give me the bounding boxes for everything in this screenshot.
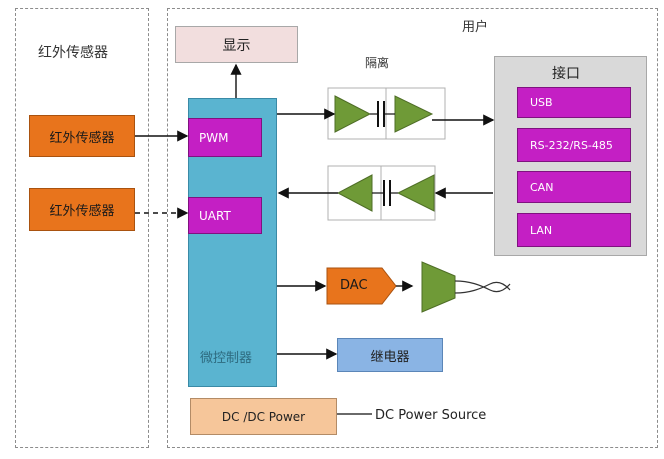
output-amplifier (421, 261, 456, 313)
interface-item-usb: USB (517, 87, 631, 118)
interface-title: 接口 (552, 66, 580, 82)
isolator-bottom-right-amp (396, 174, 435, 212)
sensor-region-title: 红外传感器 (38, 45, 108, 61)
isolation-label: 隔离 (365, 56, 390, 70)
dac-shape (326, 267, 397, 305)
output-wire-lower (454, 281, 511, 294)
dc-power-source-label: DC Power Source (375, 408, 487, 423)
sensor-box-2: 红外传感器 (29, 188, 135, 231)
dc-dc-power-box: DC /DC Power (190, 398, 337, 435)
output-wire-upper (454, 280, 511, 293)
mcu-port-uart: UART (188, 197, 262, 234)
interface-item-can: CAN (517, 171, 631, 203)
mcu-port-pwm: PWM (188, 118, 262, 157)
user-region (167, 8, 658, 448)
sensor-region (15, 8, 149, 448)
microcontroller-label: 微控制器 (200, 351, 253, 366)
relay-box: 继电器 (337, 338, 443, 372)
interface-item-rs232-rs485: RS-232/RS-485 (517, 128, 631, 162)
interface-item-lan: LAN (517, 213, 631, 247)
display-box: 显示 (175, 26, 298, 63)
dac-label: DAC (340, 278, 368, 293)
user-region-title: 用户 (462, 20, 489, 35)
sensor-box-1: 红外传感器 (29, 115, 135, 157)
